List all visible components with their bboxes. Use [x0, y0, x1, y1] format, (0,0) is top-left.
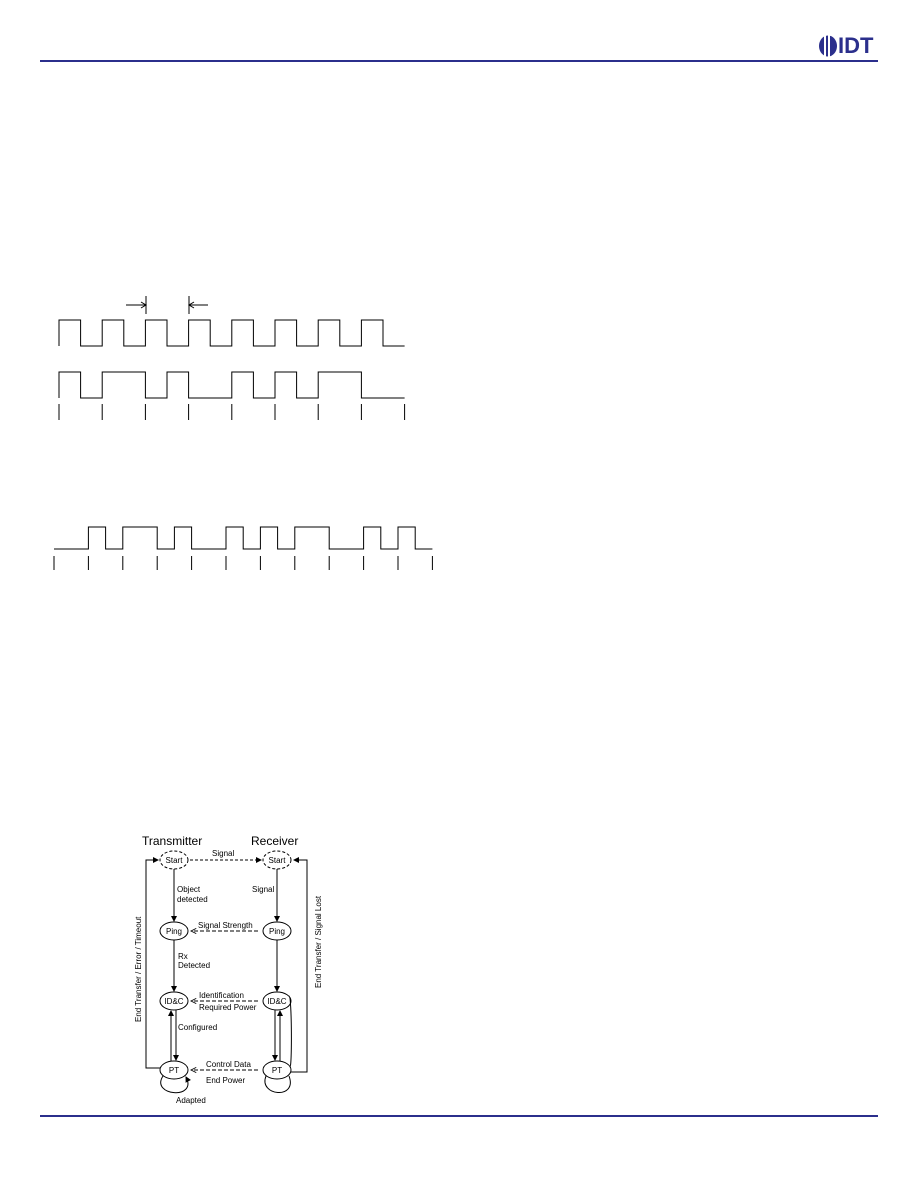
rx-start-label: Start [269, 856, 287, 865]
rx-pt-label: PT [272, 1066, 282, 1075]
tx-pt-label: PT [169, 1066, 179, 1075]
tx-idc-label: ID&C [164, 997, 183, 1006]
tx-pt-state: PT [159, 1060, 189, 1080]
transmitter-heading: Transmitter [142, 834, 202, 848]
label-identification: Identification [199, 991, 244, 1000]
rx-idc-label: ID&C [267, 997, 286, 1006]
rx-idc-loop [288, 995, 292, 1067]
rx-ping-label: Ping [269, 927, 285, 936]
idt-logo-mark-icon [819, 35, 837, 57]
tx-start-state: Start [159, 850, 189, 870]
rx-idc-state: ID&C [262, 991, 292, 1011]
header-rule [40, 60, 878, 62]
rx-start-state: Start [262, 850, 292, 870]
label-configured: Configured [178, 1023, 217, 1032]
label-signal-strength: Signal Strength [198, 921, 253, 930]
data-waveform [58, 371, 405, 399]
idt-logo: IDT [818, 34, 880, 58]
tx-start-label: Start [166, 856, 184, 865]
label-control-data: Control Data [206, 1060, 251, 1069]
tx-ping-label: Ping [166, 927, 182, 936]
receiver-heading: Receiver [251, 834, 298, 848]
tx-return-path [145, 857, 160, 1069]
encoded-waveform [54, 526, 433, 550]
label-adapted: Adapted [176, 1096, 206, 1105]
tx-ping-state: Ping [159, 921, 189, 941]
tx-idc-state: ID&C [159, 991, 189, 1011]
footer-rule [40, 1115, 878, 1117]
label-right-side: End Transfer / Signal Lost [314, 895, 323, 988]
bit-ticks-b [53, 556, 433, 570]
label-rx-2: Detected [178, 961, 210, 970]
rx-pt-state: PT [262, 1060, 292, 1080]
label-object-2: detected [177, 895, 208, 904]
label-required-power: Required Power [199, 1003, 257, 1012]
tx-pt-self-loop [160, 1075, 191, 1094]
label-end-power: End Power [206, 1076, 245, 1085]
label-signal-top: Signal [212, 849, 234, 858]
rx-ping-state: Ping [262, 921, 292, 941]
rx-return-path [291, 857, 308, 1073]
bit-ticks [58, 404, 406, 420]
label-rx-1: Rx [178, 952, 188, 961]
logo-text: IDT [838, 33, 874, 58]
label-signal-rx: Signal [252, 885, 274, 894]
label-left-side: End Transfer / Error / Timeout [134, 916, 143, 1022]
clock-waveform [58, 319, 405, 347]
rx-pt-self-loop [264, 1075, 291, 1093]
label-object-1: Object [177, 885, 201, 894]
